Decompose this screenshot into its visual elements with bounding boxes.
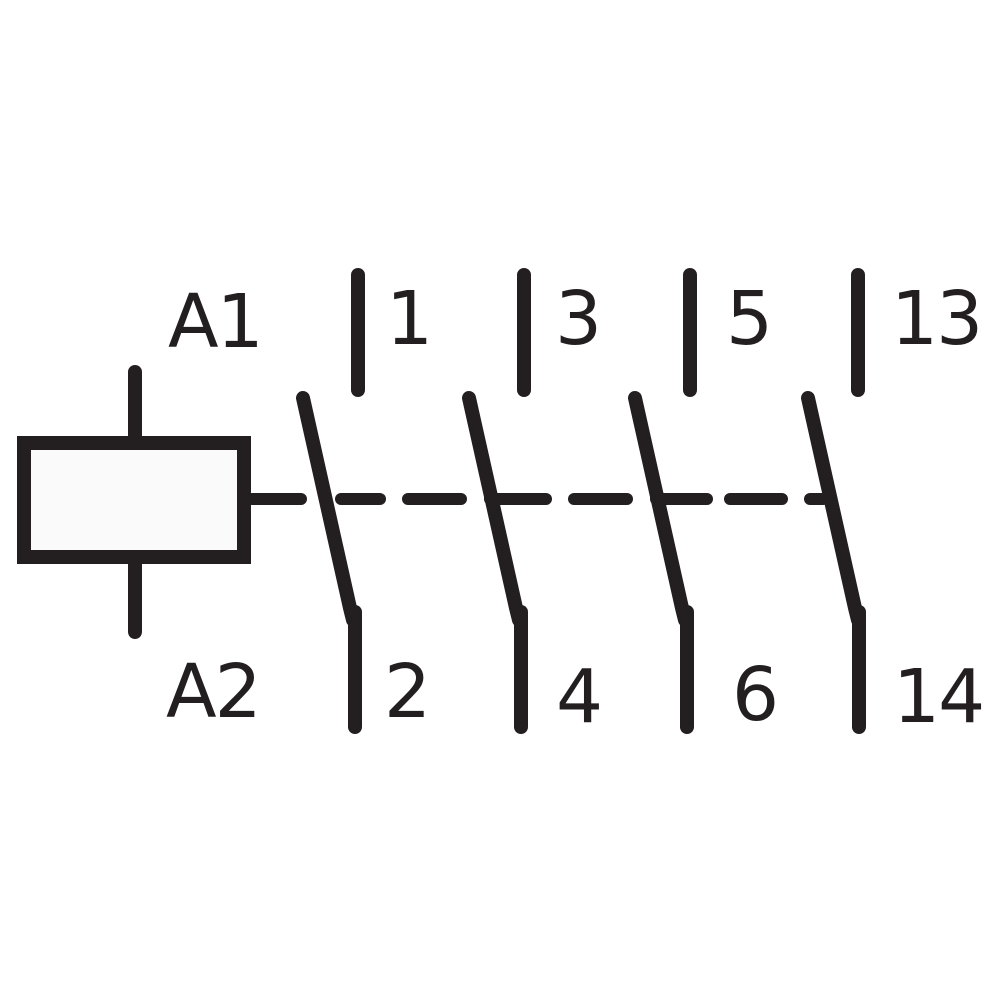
- terminal-label-14: 14: [893, 654, 985, 740]
- terminal-label-a2: A2: [166, 649, 262, 735]
- terminal-label-a1: A1: [168, 279, 264, 365]
- terminal-label-13: 13: [891, 276, 983, 362]
- terminal-label-3: 3: [555, 276, 602, 362]
- terminal-label-2: 2: [384, 649, 431, 735]
- pole-5-6: [628, 268, 697, 734]
- terminal-label-6: 6: [732, 652, 779, 738]
- terminal-label-5: 5: [726, 276, 773, 362]
- terminal-label-1: 1: [386, 276, 433, 362]
- pole-13-14: [801, 268, 866, 734]
- pole-3-4: [462, 268, 531, 734]
- coil-symbol: [17, 365, 307, 639]
- pole-1-2: [296, 268, 365, 734]
- terminal-label-4: 4: [556, 654, 603, 740]
